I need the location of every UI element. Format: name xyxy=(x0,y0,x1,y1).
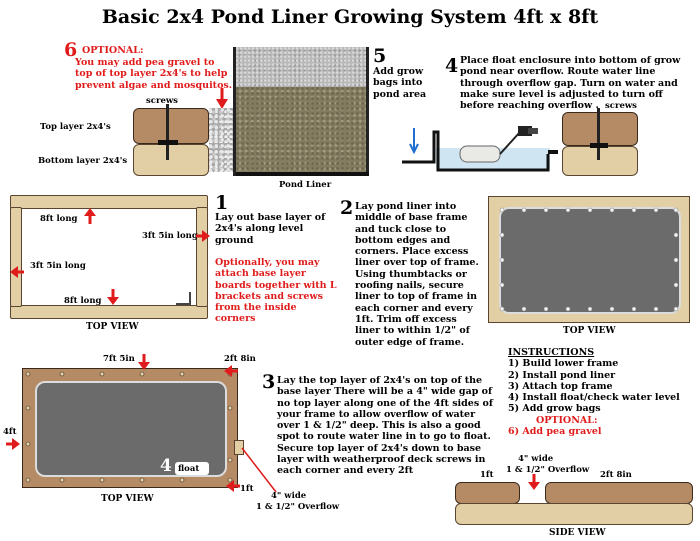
side-top-board-left xyxy=(455,482,520,504)
dim-7ft5in: 7ft 5in xyxy=(103,354,135,364)
page-title: Basic 2x4 Pond Liner Growing System 4ft … xyxy=(101,6,599,28)
top-view-label-3: TOP VIEW xyxy=(101,494,154,504)
top-layer-label: Top layer 2x4's xyxy=(40,122,111,132)
float-box xyxy=(175,462,209,475)
arrow-down-icon xyxy=(528,474,540,490)
screw-right xyxy=(597,108,600,160)
base-board-bottom xyxy=(10,305,208,319)
pea-gravel-left xyxy=(209,108,233,172)
step-3-number: 3 xyxy=(262,371,276,393)
liner-wall-left xyxy=(233,47,236,176)
top-board-left xyxy=(133,108,209,144)
step-4-number: 4 xyxy=(445,55,459,77)
frame-screws xyxy=(25,371,233,483)
bracket-left xyxy=(158,140,178,145)
instruction-item: 1) Build lower frame xyxy=(508,358,619,370)
dim-3ft5in-left: 3ft 5in long xyxy=(30,261,86,271)
step-4-text: Place float enclosure into bottom of gro… xyxy=(460,55,681,112)
dim-1ft: 1ft xyxy=(240,484,254,494)
dim-8ft-bottom: 8ft long xyxy=(64,296,102,306)
instructions-box: INSTRUCTIONS 1) Build lower frame 2) Ins… xyxy=(508,347,688,437)
top-view-label-2: TOP VIEW xyxy=(563,326,616,336)
step-3-text: Lay the top layer of 2x4's on top of the… xyxy=(277,375,493,477)
dim-2ft8in-top: 2ft 8in xyxy=(224,354,256,364)
dim-8ft-top: 8ft long xyxy=(40,214,78,224)
bottom-board-left xyxy=(133,144,209,176)
instruction-item: 2) Install pond liner xyxy=(508,369,616,381)
bracket-right xyxy=(590,143,608,148)
instruction-item: 5) Add grow bags xyxy=(508,403,601,415)
liner-wall-right xyxy=(366,47,369,176)
top-board-right xyxy=(562,112,638,146)
float-label: float xyxy=(178,464,200,474)
base-board-left xyxy=(10,207,22,307)
arrow-left-icon xyxy=(224,365,238,377)
step-5-text: Add grow bags into pond area xyxy=(373,66,427,100)
l-bracket-icon xyxy=(176,292,191,305)
step-1-optional: Optionally, you may attach base layer bo… xyxy=(215,257,337,325)
arrow-up-icon xyxy=(84,208,96,224)
dim-3ft5in-right: 3ft 5in long xyxy=(142,231,198,241)
overflow-depth-label: 1 & 1/2" Overflow xyxy=(256,502,340,512)
side-overflow-width: 4" wide xyxy=(518,454,554,464)
bottom-board-right xyxy=(562,146,638,176)
float-enclosure-diagram xyxy=(402,126,558,172)
grow-bag-soil xyxy=(236,87,366,172)
liner-bottom xyxy=(236,172,369,176)
float-number: 4 xyxy=(160,456,172,476)
arrow-down-icon xyxy=(138,354,150,370)
dim-4ft: 4ft xyxy=(3,427,17,437)
bottom-layer-label: Bottom layer 2x4's xyxy=(38,156,128,166)
side-overflow-depth: 1 & 1/2" Overflow xyxy=(506,465,590,475)
instruction-item: 3) Attach top frame xyxy=(508,380,613,392)
step-6-text: You may add pea gravel to top of top lay… xyxy=(75,57,233,91)
side-dim-2ft8in: 2ft 8in xyxy=(600,470,632,480)
arrow-right-icon xyxy=(6,438,20,450)
side-dim-1ft: 1ft xyxy=(480,470,494,480)
instructions-heading: INSTRUCTIONS xyxy=(508,347,595,358)
instruction-optional-item: 6) Add pea gravel xyxy=(508,426,602,438)
instructions-optional-heading: OPTIONAL: xyxy=(536,414,598,426)
arrow-right-icon xyxy=(196,230,210,242)
pond-liner-area xyxy=(499,207,681,314)
step-1-text: Lay out base layer of 2x4's along level … xyxy=(215,212,326,246)
instruction-item: 4) Install float/check water level xyxy=(508,392,680,404)
liner-tacks xyxy=(499,207,679,312)
lined-frame xyxy=(488,196,690,323)
base-board-right xyxy=(196,207,208,307)
screws-label-left: screws xyxy=(146,96,178,106)
screw-left xyxy=(166,104,169,160)
base-frame xyxy=(10,195,208,319)
side-bottom-board xyxy=(455,503,693,525)
side-view-label: SIDE VIEW xyxy=(549,528,606,538)
pond-interior xyxy=(35,381,227,477)
overflow-gap xyxy=(234,440,244,455)
pond-liner-label: Pond Liner xyxy=(279,180,332,190)
side-top-board-right xyxy=(545,482,693,504)
step-2-number: 2 xyxy=(340,197,354,219)
step-6-number: 6 xyxy=(64,39,78,61)
arrow-left-icon xyxy=(10,266,24,278)
step-6-heading: OPTIONAL: xyxy=(82,45,144,56)
gravel-layer xyxy=(236,47,366,87)
step-5-number: 5 xyxy=(373,45,387,67)
arrow-left-icon xyxy=(226,480,240,492)
overflow-pointer-line xyxy=(241,447,277,493)
base-board-top xyxy=(10,195,208,209)
screws-label-right: screws xyxy=(605,101,637,111)
step-6-arrow-icon xyxy=(216,88,228,109)
overflow-width-label: 4" wide xyxy=(271,491,307,501)
top-view-label-1: TOP VIEW xyxy=(86,322,139,332)
step-2-text: Lay pond liner into middle of base frame… xyxy=(355,201,479,348)
step-1-number: 1 xyxy=(215,192,229,214)
arrow-down-icon xyxy=(107,289,119,305)
